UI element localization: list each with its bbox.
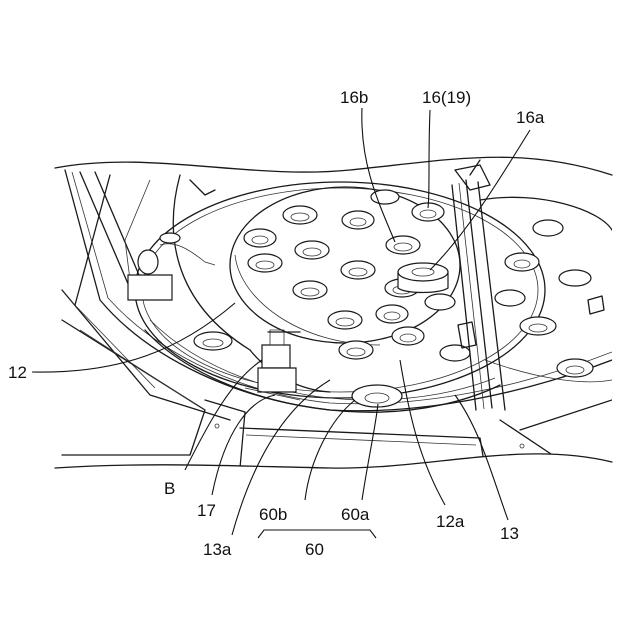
label-12: 12 — [8, 363, 27, 382]
mechanism-17 — [245, 330, 300, 400]
label-60: 60 — [305, 540, 324, 559]
left-mechanism — [128, 233, 215, 300]
label-60b: 60b — [259, 505, 287, 524]
label-16b: 16b — [340, 88, 368, 107]
hub-16a — [398, 263, 448, 293]
label-60a: 60a — [341, 505, 370, 524]
lower-left-panel — [62, 320, 205, 455]
right-plate — [480, 197, 612, 381]
outer-pocket-60 — [352, 385, 402, 407]
label-13: 13 — [500, 524, 519, 543]
leader-lines — [32, 108, 530, 538]
label-12a: 12a — [436, 512, 465, 531]
label-13a: 13a — [203, 540, 232, 559]
label-B: B — [164, 479, 175, 498]
label-16-19: 16(19) — [422, 88, 471, 107]
view-boundary — [55, 157, 612, 468]
label-16a: 16a — [516, 108, 545, 127]
label-17: 17 — [197, 501, 216, 520]
turntable-12 — [135, 182, 545, 398]
